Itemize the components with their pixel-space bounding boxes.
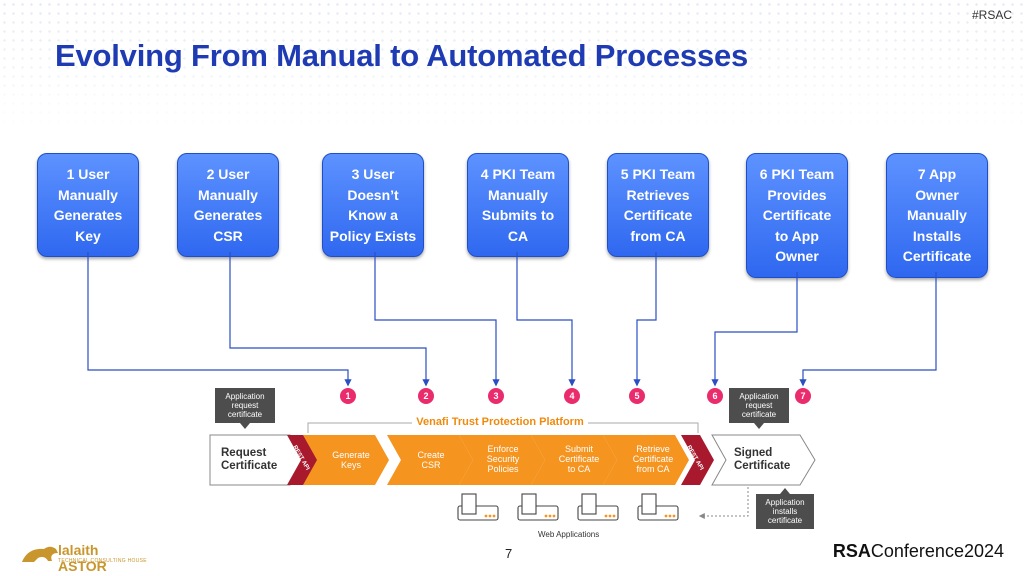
rsa-conference-logo: RSAConference2024 [833, 541, 1004, 562]
step-box-2: 2 User Manually Generates CSR [177, 153, 279, 257]
request-certificate-label: Request Certificate [221, 447, 278, 472]
rsa-year: 2024 [963, 541, 1004, 561]
connector-wires [87, 252, 937, 387]
marker-5: 5 [629, 388, 645, 404]
step-label: 7 App Owner Manually Installs Certificat… [902, 166, 972, 264]
step-label: 3 User Doesn’t Know a Policy Exists [329, 166, 417, 244]
web-app-icon-3 [577, 493, 619, 521]
flow-label-3: Enforce Security Policies [486, 444, 520, 474]
signed-certificate-label: Signed Certificate [734, 447, 791, 472]
wire-6 [711, 272, 798, 387]
page-number: 7 [505, 546, 513, 561]
flow-chevron-5 [603, 435, 689, 485]
flow-label-5: Retrieve Certificate from CA [632, 444, 674, 474]
marker-1: 1 [340, 388, 356, 404]
flow-chevron-1 [303, 435, 389, 485]
marker-2: 2 [418, 388, 434, 404]
logo-brand: lalaith ASTOR [58, 542, 107, 574]
wire-7 [799, 272, 937, 387]
flow-chevron-3 [459, 435, 545, 485]
flow-chevron-2 [387, 435, 473, 485]
step-label: 4 PKI Team Manually Submits to CA [480, 166, 556, 244]
flow-label-2: Create CSR [417, 450, 445, 470]
step-label: 6 PKI Team Provides Certificate to App O… [759, 166, 835, 264]
wire-3 [374, 252, 500, 387]
lalaith-astor-logo: lalaith ASTOR TECHNICAL CONSULTING HOUSE [20, 538, 150, 574]
web-application-icons [457, 493, 679, 521]
step-box-1: 1 User Manually Generates Key [37, 153, 139, 257]
step-label: 1 User Manually Generates Key [53, 166, 123, 244]
signed-certificate-shape [711, 434, 816, 486]
flow-label-1: Generate Keys [332, 450, 370, 470]
marker-4: 4 [564, 388, 580, 404]
step-box-4: 4 PKI Team Manually Submits to CA [467, 153, 569, 257]
step-box-5: 5 PKI Team Retrieves Certificate from CA [607, 153, 709, 257]
callout-installs: Application installs certificate [756, 488, 814, 529]
flow-label-4: Submit Certificate to CA [558, 444, 600, 474]
step-box-7: 7 App Owner Manually Installs Certificat… [886, 153, 988, 278]
wire-2 [229, 252, 430, 387]
dotted-background [0, 0, 1024, 130]
platform-label: Venafi Trust Protection Platform [300, 416, 700, 430]
wire-5 [633, 252, 657, 387]
slide-title: Evolving From Manual to Automated Proces… [55, 38, 749, 73]
step-label: 5 PKI Team Retrieves Certificate from CA [620, 166, 696, 244]
step-box-3: 3 User Doesn’t Know a Policy Exists [322, 153, 424, 257]
logo-tagline: TECHNICAL CONSULTING HOUSE [58, 558, 147, 564]
wire-1 [87, 252, 352, 387]
rsa-conference-word: Conference [870, 541, 964, 561]
wire-4 [516, 252, 576, 387]
web-app-icon-4 [637, 493, 679, 521]
callout-signed: Application request certificate [729, 388, 789, 429]
marker-3: 3 [488, 388, 504, 404]
flow-chevron-4 [531, 435, 617, 485]
step-label: 2 User Manually Generates CSR [193, 166, 263, 244]
installs-arrow [698, 487, 749, 519]
cheetah-logo-icon [22, 546, 58, 562]
web-app-icon-1 [457, 493, 499, 521]
web-app-icon-2 [517, 493, 559, 521]
rest-api-right-shape [681, 435, 714, 485]
hashtag-label: #RSAC [971, 8, 1012, 22]
callout-request: Application request certificate [215, 388, 275, 429]
web-applications-label: Web Applications [538, 530, 600, 539]
marker-7: 7 [795, 388, 811, 404]
marker-6: 6 [707, 388, 723, 404]
rsa-bold: RSA [832, 541, 871, 561]
